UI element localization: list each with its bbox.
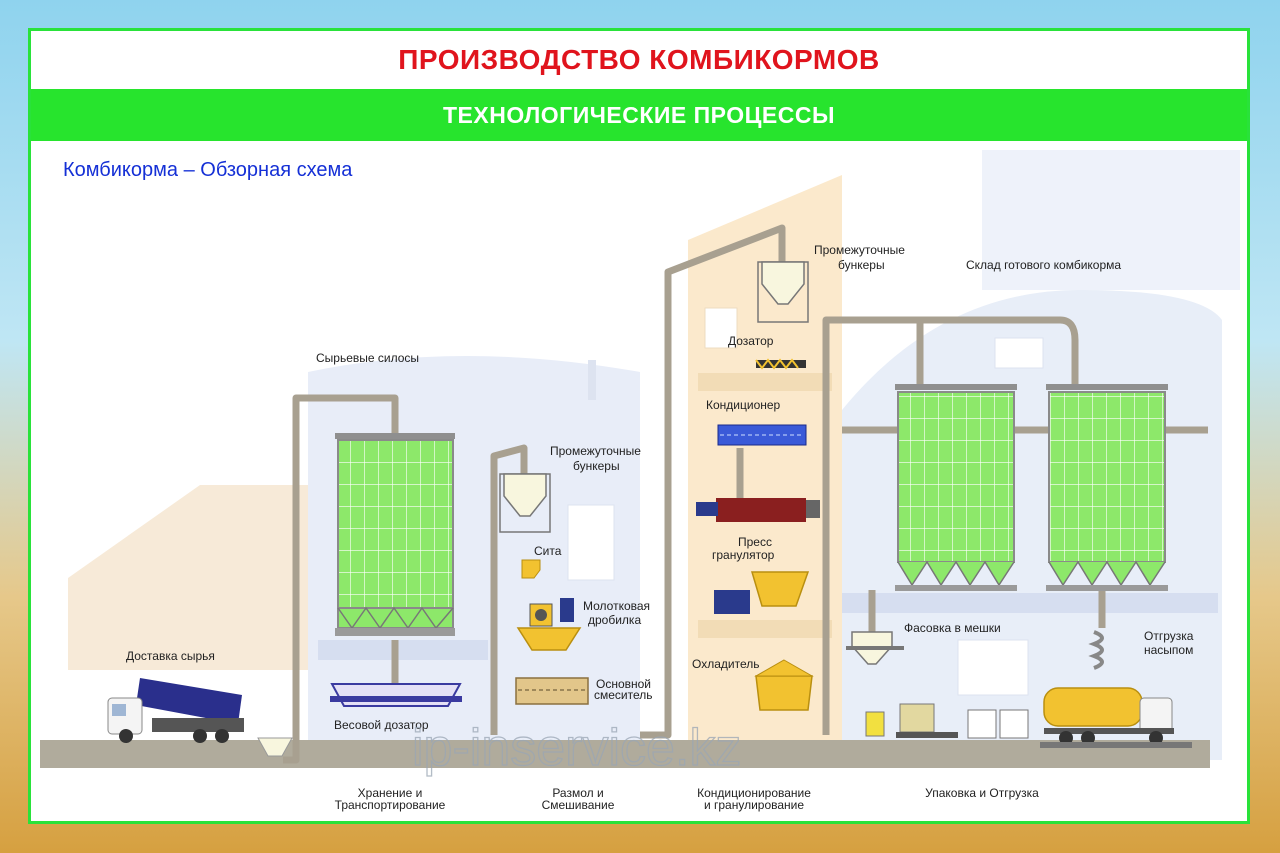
- label-weigh-doser: Весовой дозатор: [334, 718, 429, 732]
- poster-title: ПРОИЗВОДСТВО КОМБИКОРМОВ: [398, 44, 880, 75]
- stage-storage-line1: Хранение и: [358, 786, 423, 800]
- label-conditioner: Кондиционер: [706, 398, 781, 412]
- label-interm-bunkers-1-line1: Промежуточные: [550, 444, 641, 458]
- label-interm-bunkers-2-line2: бункеры: [838, 258, 885, 272]
- ground: [40, 740, 1210, 768]
- stage-grinding-line1: Размол и: [552, 786, 603, 800]
- stage-packaging: Упаковка и Отгрузка: [925, 786, 1039, 800]
- label-interm-bunkers-1-line2: бункеры: [573, 459, 620, 473]
- pelleting-equipment: [696, 261, 820, 711]
- section-heading: Комбикорма – Обзорная схема: [63, 159, 353, 181]
- label-bulk-shipping-line2: насыпом: [1144, 643, 1193, 657]
- label-main-mixer-line1: Основной: [596, 677, 651, 691]
- label-bulk-shipping-line1: Отгрузка: [1144, 629, 1194, 643]
- stage-storage-line2: Транспортирование: [335, 798, 446, 812]
- packaging-equipment: [846, 630, 1192, 748]
- finished-silos: [895, 384, 1168, 591]
- label-interm-bunkers-2-line1: Промежуточные: [814, 243, 905, 257]
- delivery-truck: [107, 678, 293, 757]
- label-doser: Дозатор: [728, 334, 774, 348]
- label-raw-delivery: Доставка сырья: [126, 649, 215, 663]
- weigh-doser: [330, 683, 462, 707]
- stage-conditioning-line2: и гранулирование: [704, 798, 804, 812]
- watermark: ip-inservice.kz: [412, 719, 741, 777]
- label-press-line2: гранулятор: [712, 548, 775, 562]
- label-hammer-mill-line1: Молотковая: [583, 599, 650, 613]
- stage-conditioning-line1: Кондиционирование: [697, 786, 811, 800]
- label-raw-silos: Сырьевые силосы: [316, 351, 419, 365]
- label-cooler: Охладитель: [692, 657, 759, 671]
- label-main-mixer-line2: смеситель: [594, 688, 653, 702]
- stage-grinding-line2: Смешивание: [542, 798, 615, 812]
- label-finished-storage: Склад готового комбикорма: [966, 258, 1121, 272]
- label-press-line1: Пресс: [738, 535, 772, 549]
- label-sieve: Сита: [534, 544, 562, 558]
- raw-silos: [335, 433, 455, 636]
- label-bagging: Фасовка в мешки: [904, 621, 1001, 635]
- label-hammer-mill-line2: дробилка: [588, 613, 641, 627]
- grinding-equipment: [499, 473, 589, 705]
- poster-subtitle: ТЕХНОЛОГИЧЕСКИЕ ПРОЦЕССЫ: [31, 89, 1247, 141]
